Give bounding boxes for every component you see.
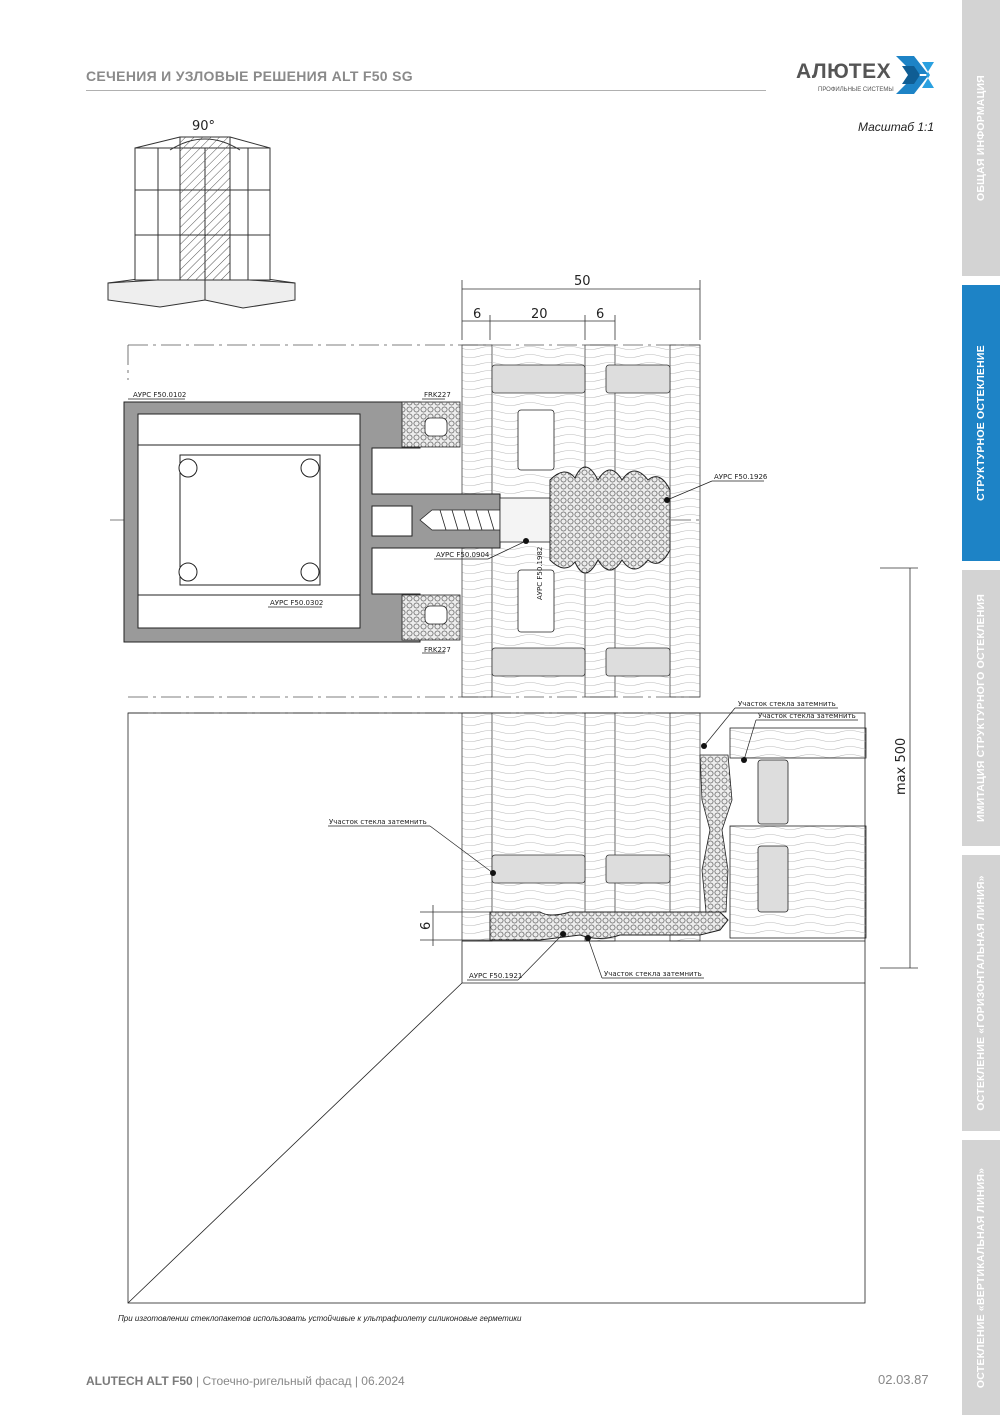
brand-logo: АЛЮТЕХ ПРОФИЛЬНЫЕ СИСТЕМЫ xyxy=(790,54,940,100)
screw-clamp xyxy=(419,409,557,633)
glass-panes xyxy=(461,344,701,942)
sidebar-tab-label: ОСТЕКЛЕНИЕ «ВЕРТИКАЛЬНАЯ ЛИНИЯ» xyxy=(975,1167,987,1388)
section-drawing: 90° 50 6 20 6 xyxy=(107,119,918,1304)
bottom-seal xyxy=(489,911,729,941)
callout-darken-2: Участок стекла затемнить xyxy=(758,712,856,720)
callout-leaders xyxy=(128,398,858,981)
header-divider xyxy=(86,90,766,91)
sidebar-tab-general[interactable]: ОБЩАЯ ИНФОРМАЦИЯ xyxy=(962,0,1000,276)
dim-bottom: 6 xyxy=(419,922,434,930)
logo-mark-icon xyxy=(896,56,934,94)
top-dimensions xyxy=(461,280,701,340)
sidebar-tab-imitation[interactable]: ИМИТАЦИЯ СТРУКТУРНОГО ОСТЕКЛЕНИЯ xyxy=(962,570,1000,846)
callout-darken-1: Участок стекла затемнить xyxy=(738,700,836,708)
footer-brand: ALUTECH ALT F50 | Стоечно-ригельный фаса… xyxy=(86,1374,405,1388)
callout-darken-4: Участок стекла затемнить xyxy=(604,970,702,978)
callout-1982: АУРС F50.1982 xyxy=(536,547,544,600)
angle-label: 90° xyxy=(192,119,215,134)
spacer-frames xyxy=(491,364,671,884)
callout-0904: АУРС F50.0904 xyxy=(436,551,490,559)
sidebar-tab-label: ИМИТАЦИЯ СТРУКТУРНОГО ОСТЕКЛЕНИЯ xyxy=(975,593,987,823)
dim-right: 6 xyxy=(596,307,604,322)
callout-0302: АУРС F50.0302 xyxy=(270,599,323,607)
footer-text: | Стоечно-ригельный фасад | 06.2024 xyxy=(196,1374,405,1388)
sidebar-tab-label: ОСТЕКЛЕНИЕ «ГОРИЗОНТАЛЬНАЯ ЛИНИЯ» xyxy=(975,875,987,1111)
callout-1926: АУРС F50.1926 xyxy=(714,473,768,481)
callout-frk-bottom: FRK227 xyxy=(424,646,451,654)
sidebar-tab-label: ОБЩАЯ ИНФОРМАЦИЯ xyxy=(975,75,987,201)
frk227-gaskets xyxy=(401,401,461,641)
dim-height: max 500 xyxy=(894,738,909,795)
corner-isometric-sketch xyxy=(107,136,296,309)
page-title: СЕЧЕНИЯ И УЗЛОВЫЕ РЕШЕНИЯ ALT F50 SG xyxy=(86,68,413,84)
sidebar-tab-horizontal[interactable]: ОСТЕКЛЕНИЕ «ГОРИЗОНТАЛЬНАЯ ЛИНИЯ» xyxy=(962,855,1000,1131)
scale-label: Масштаб 1:1 xyxy=(858,120,935,134)
callout-1921: АУРС F50.1921 xyxy=(469,972,522,980)
bottom-dimension xyxy=(420,905,490,946)
sidebar-tab-structural[interactable]: СТРУКТУРНОЕ ОСТЕКЛЕНИЕ xyxy=(962,285,1000,561)
page-number: 02.03.87 xyxy=(878,1372,929,1387)
sidebar-tab-label: СТРУКТУРНОЕ ОСТЕКЛЕНИЕ xyxy=(975,345,987,501)
side-seal xyxy=(699,727,867,939)
callout-0102: АУРС F50.0102 xyxy=(133,391,186,399)
footnote: При изготовлении стеклопакетов использов… xyxy=(118,1314,522,1323)
height-dimension xyxy=(880,567,918,969)
callout-dots xyxy=(490,497,747,941)
logo-name: АЛЮТЕХ xyxy=(796,60,892,83)
footer-brand-name: ALUTECH ALT F50 xyxy=(86,1374,193,1388)
callout-darken-3: Участок стекла затемнить xyxy=(329,818,427,826)
lower-frame xyxy=(127,712,866,1304)
callout-frk-top: FRK227 xyxy=(424,391,451,399)
logo-subtitle: ПРОФИЛЬНЫЕ СИСТЕМЫ xyxy=(818,87,894,93)
mullion-profile xyxy=(123,401,501,643)
structural-seal xyxy=(549,466,671,574)
dim-left: 6 xyxy=(473,307,481,322)
dim-middle: 20 xyxy=(531,307,548,322)
sidebar-tab-vertical[interactable]: ОСТЕКЛЕНИЕ «ВЕРТИКАЛЬНАЯ ЛИНИЯ» xyxy=(962,1140,1000,1415)
dim-total: 50 xyxy=(574,274,591,289)
